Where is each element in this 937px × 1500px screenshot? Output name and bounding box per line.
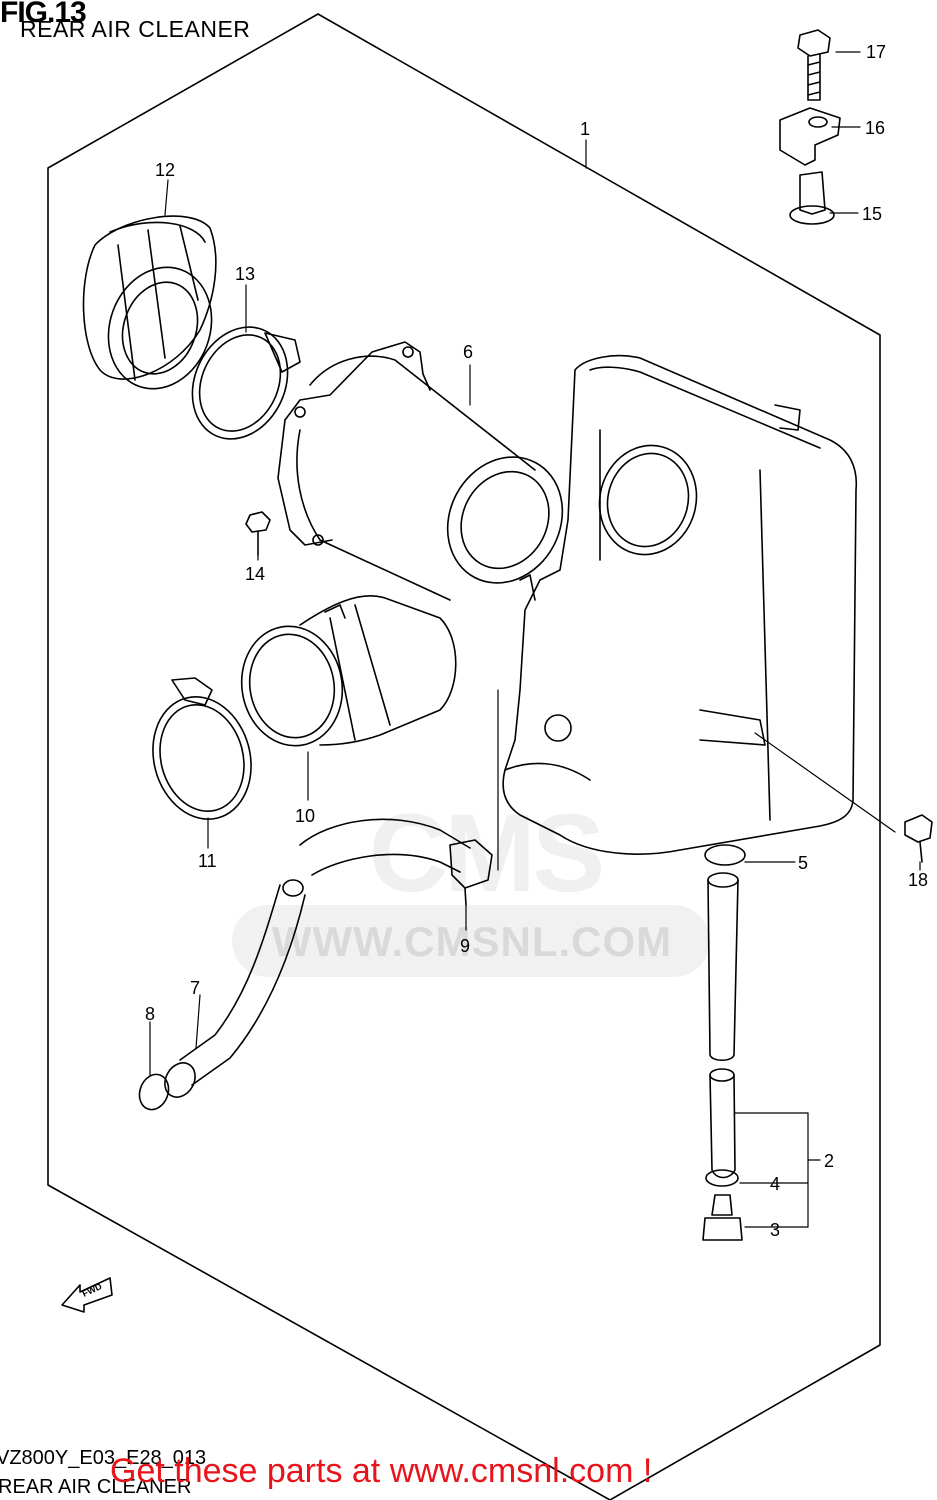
footer-title: REAR AIR CLEANER (0, 1476, 192, 1498)
model-code: VZ800Y_E03_E28_013 (0, 1447, 207, 1469)
forward-arrow-icon (61, 1277, 113, 1313)
callout-10: 10 (295, 806, 315, 826)
part-11-clamp (152, 677, 252, 820)
part-18-screw (904, 814, 933, 863)
figure-title: REAR AIR CLEANER (20, 16, 251, 42)
part-3-drain-plug (702, 1194, 743, 1241)
callout-9: 9 (460, 936, 470, 956)
part-2-drain-tube (707, 872, 739, 1179)
part-17-bolt (797, 29, 831, 101)
callout-2: 2 (824, 1151, 834, 1171)
forward-label: FWD (81, 1281, 104, 1299)
callout-5: 5 (798, 853, 808, 873)
callout-12: 12 (155, 160, 175, 180)
watermark-band (232, 905, 710, 977)
part-1-air-cleaner-case (502, 354, 858, 855)
figure-number: FIG.13 (0, 0, 87, 29)
callout-15: 15 (862, 204, 882, 224)
part-12-intake-funnel (82, 215, 217, 390)
callout-1: 1 (580, 119, 590, 139)
callout-labels: 1 2 3 4 5 6 7 8 9 10 11 12 13 14 15 16 1… (145, 42, 928, 1240)
part-14-screw (245, 511, 271, 556)
callout-6: 6 (463, 342, 473, 362)
part-9-hose-clamp (449, 839, 493, 906)
part-4-clip (705, 1169, 739, 1187)
assembly-boundary (47, 13, 881, 1500)
promo-link[interactable]: Get these parts at www.cmsnl.com ! (110, 1452, 653, 1490)
callout-4: 4 (770, 1174, 780, 1194)
part-5-circlip (704, 844, 746, 866)
callout-14: 14 (245, 564, 265, 584)
watermark-text: WWW.CMSNL.COM (271, 918, 673, 965)
callout-8: 8 (145, 1004, 155, 1024)
part-15-collar (789, 171, 835, 225)
callout-13: 13 (235, 264, 255, 284)
callout-11: 11 (198, 851, 217, 871)
part-10-intake-boot (240, 595, 457, 747)
part-6-filter-element (277, 341, 564, 601)
watermark-logo: CMS (368, 792, 605, 915)
callout-18: 18 (908, 870, 928, 890)
part-7-hose (164, 818, 471, 1098)
leader-lines (149, 51, 921, 1228)
part-8-clip (138, 1073, 170, 1111)
callout-17: 17 (866, 42, 886, 62)
part-16-bracket (779, 107, 841, 166)
callout-3: 3 (770, 1220, 780, 1240)
part-13-clamp-band (191, 326, 301, 440)
callout-7: 7 (190, 978, 200, 998)
callout-16: 16 (865, 118, 885, 138)
